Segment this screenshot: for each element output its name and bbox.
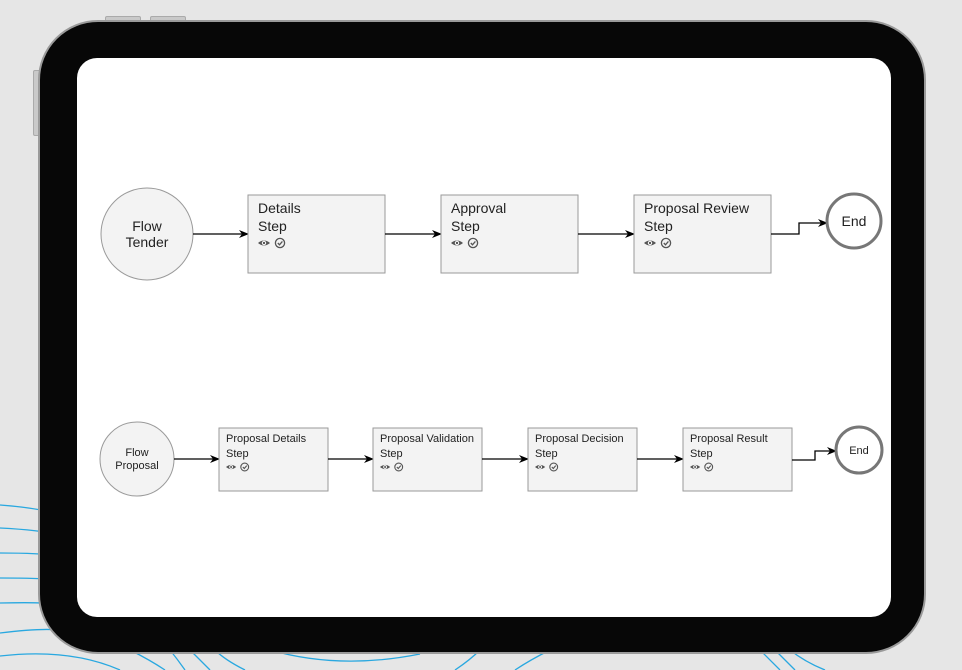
step-title: Proposal Review [644,200,750,216]
check-circle-icon[interactable] [660,237,672,249]
eye-icon[interactable] [535,464,546,470]
eye-icon[interactable] [690,464,701,470]
end-node-label: End [849,445,869,457]
end-node-label: End [842,213,867,229]
end-node[interactable]: End [825,192,883,250]
check-circle-icon[interactable] [240,462,250,472]
step-title: Proposal Details [226,433,307,445]
check-circle-icon[interactable] [274,237,286,249]
edge-arrow [792,447,837,461]
step-title: Proposal Result [690,433,768,445]
eye-icon[interactable] [258,240,270,246]
start-node-label: Proposal [115,460,158,472]
step-subtitle: Step [380,448,403,460]
eye-icon[interactable] [644,240,656,246]
check-circle-icon[interactable] [549,462,559,472]
check-circle-icon[interactable] [704,462,714,472]
step-title: Approval [451,200,506,216]
eye-icon[interactable] [451,240,463,246]
check-circle-icon[interactable] [467,237,479,249]
eye-icon[interactable] [226,464,237,470]
check-circle-icon[interactable] [394,462,404,472]
end-node[interactable]: End [834,425,884,475]
step-subtitle: Step [258,218,287,234]
start-node-label: Flow [132,218,162,234]
step-subtitle: Step [690,448,713,460]
flow-0: FlowTenderDetailsStepApprovalStepProposa… [100,187,883,281]
step-subtitle: Step [535,448,558,460]
step-title: Proposal Validation [380,433,474,445]
step-title: Proposal Decision [535,433,624,445]
start-node-label: Tender [126,234,169,250]
step-title: Details [258,200,301,216]
flow-diagram: FlowTenderDetailsStepApprovalStepProposa… [99,187,884,497]
step-subtitle: Step [451,218,480,234]
step-subtitle: Step [644,218,673,234]
edge-arrow [771,219,828,235]
start-node-label: Flow [125,447,148,459]
step-subtitle: Step [226,448,249,460]
eye-icon[interactable] [380,464,391,470]
